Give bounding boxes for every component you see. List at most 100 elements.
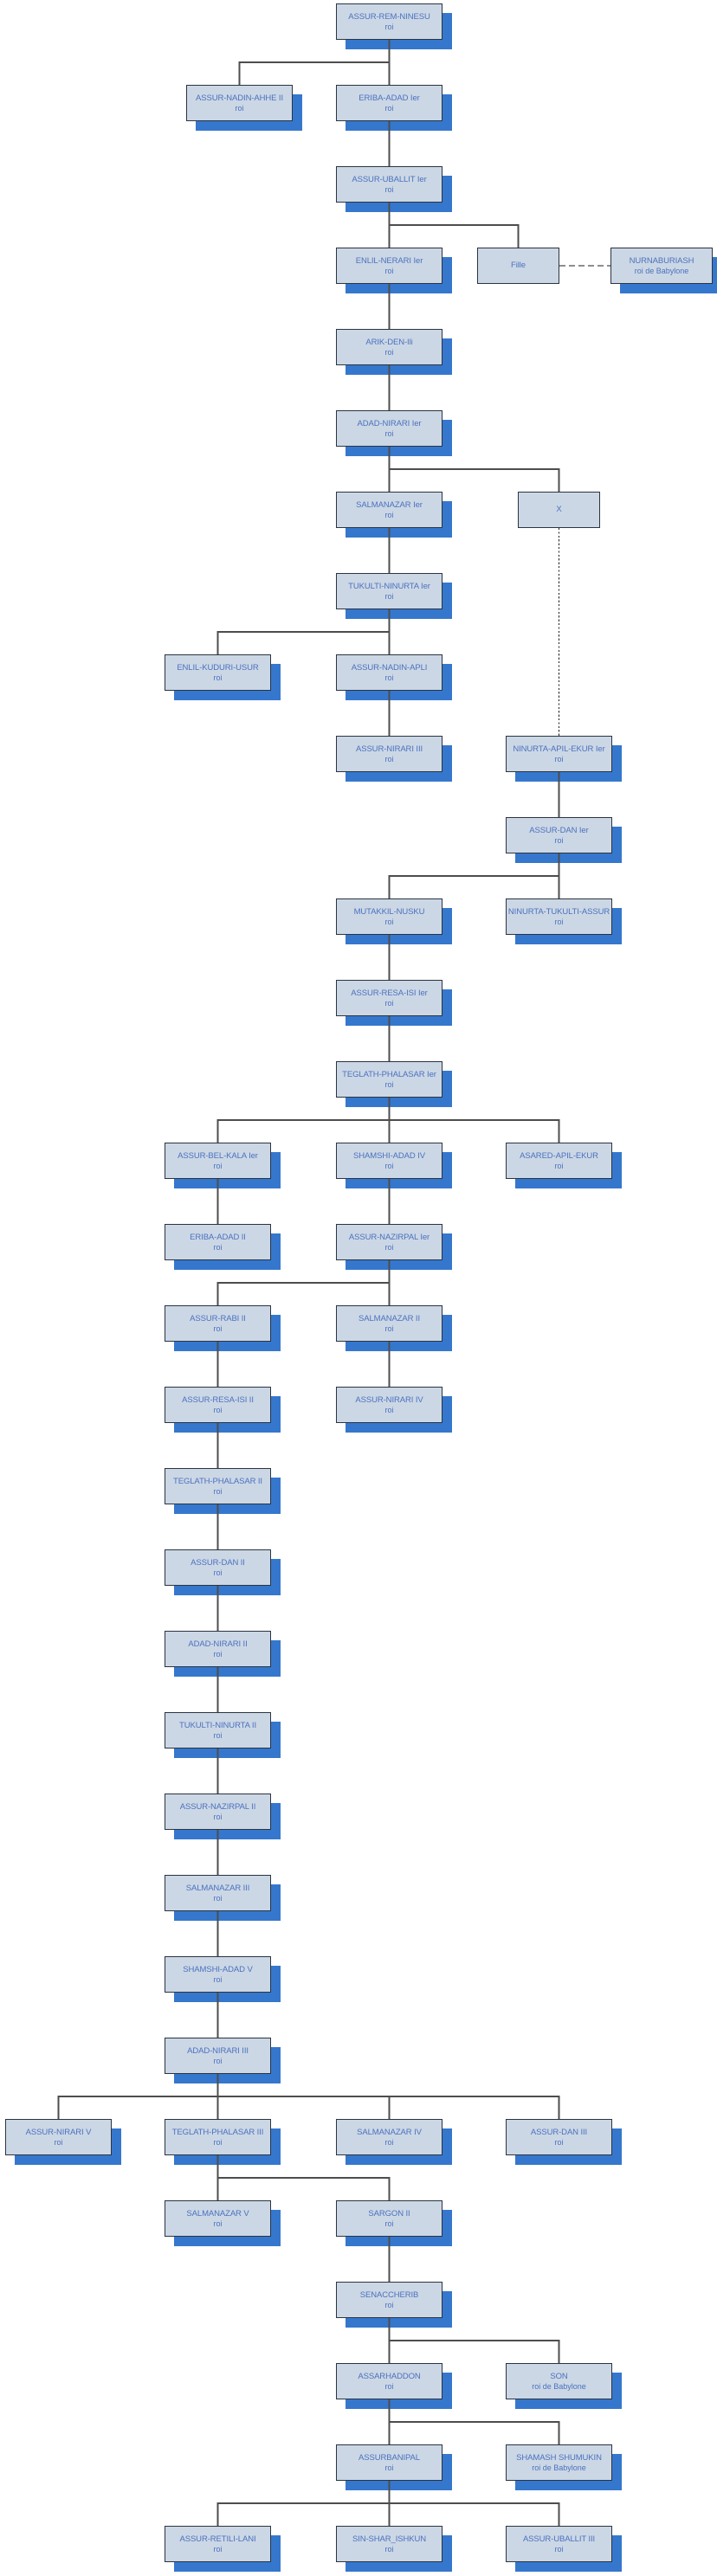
node-label: NURNABURIASH — [629, 255, 694, 266]
node-label: SHAMASH SHUMUKIN — [516, 2452, 602, 2463]
node-sublabel: roi — [213, 2219, 223, 2228]
tree-node-fille[interactable]: Fille — [477, 248, 559, 284]
node-label: ASSUR-RESA-ISI Ier — [351, 988, 428, 998]
node-sublabel: roi — [384, 347, 394, 357]
node-label: ASSUR-RABI II — [190, 1313, 246, 1323]
node-label: SARGON II — [368, 2208, 410, 2219]
node-label: SALMANAZAR II — [358, 1313, 421, 1323]
node-label: ADAD-NIRARI III — [187, 2045, 249, 2056]
node-sublabel: roi — [213, 1974, 223, 1984]
node-label: ASSUR-RETILI-LANI — [179, 2534, 256, 2544]
node-label: ERIBA-ADAD II — [190, 1232, 246, 1242]
node-sublabel: roi — [384, 1323, 394, 1333]
node-label: ASSUR-DAN Ier — [529, 825, 589, 835]
node-label: ASSUR-UBALLIT Ier — [352, 174, 427, 184]
node-label: NINURTA-APIL-EKUR Ier — [513, 744, 605, 754]
node-sublabel: roi — [213, 2137, 223, 2147]
node-label: TEGLATH-PHALASAR II — [173, 1476, 262, 1486]
connector-assur-nazirpal-1-assur-rabi-2 — [216, 1260, 391, 1305]
node-sublabel: roi — [54, 2137, 63, 2147]
node-label: ASSURBANIPAL — [358, 2452, 420, 2463]
node-label: ADAD-NIRARI Ier — [357, 418, 422, 428]
node-label: ENLIL-KUDURI-USUR — [177, 662, 259, 673]
connector-assurbanipal-assur-uballit-3 — [388, 2481, 560, 2526]
node-label: ASSUR-DAN II — [191, 1557, 245, 1568]
node-label: ASARED-APIL-EKUR — [520, 1150, 598, 1161]
node-label: ASSUR-NAZIRPAL Ier — [348, 1232, 430, 1242]
node-label: ERIBA-ADAD Ier — [358, 93, 420, 103]
connector-teglath-phalasar-1-assur-bel-kala-1 — [216, 1098, 391, 1143]
node-label: ASSUR-REM-NINESU — [348, 11, 430, 22]
connector-tukulti-ninurta-1-enlil-kuduri-usur — [216, 609, 391, 654]
node-sublabel: roi de Babylone — [532, 2463, 586, 2472]
node-label: MUTAKKIL-NUSKU — [353, 906, 425, 917]
node-label: SHAMSHI-ADAD IV — [353, 1150, 425, 1161]
node-label: SALMANAZAR Ier — [356, 499, 423, 510]
connector-assur-rem-ninesu-assur-nadin-ahhe-2 — [238, 40, 391, 85]
node-sublabel: roi — [554, 1161, 564, 1170]
node-sublabel: roi — [384, 266, 394, 275]
node-label: SALMANAZAR IV — [357, 2127, 422, 2137]
node-sublabel: roi — [213, 1730, 223, 1740]
node-sublabel: roi — [235, 103, 244, 113]
connector-senaccherib-son — [388, 2318, 560, 2363]
node-label: ASSUR-BEL-KALA Ier — [178, 1150, 258, 1161]
node-sublabel: roi — [213, 1242, 223, 1252]
connector-adad-nirari-3-assur-dan-3 — [216, 2074, 560, 2119]
tree-node-x-box[interactable]: X — [518, 492, 600, 528]
node-sublabel: roi — [213, 1812, 223, 1821]
connector-assurbanipal-assur-retili-lani — [216, 2481, 391, 2526]
